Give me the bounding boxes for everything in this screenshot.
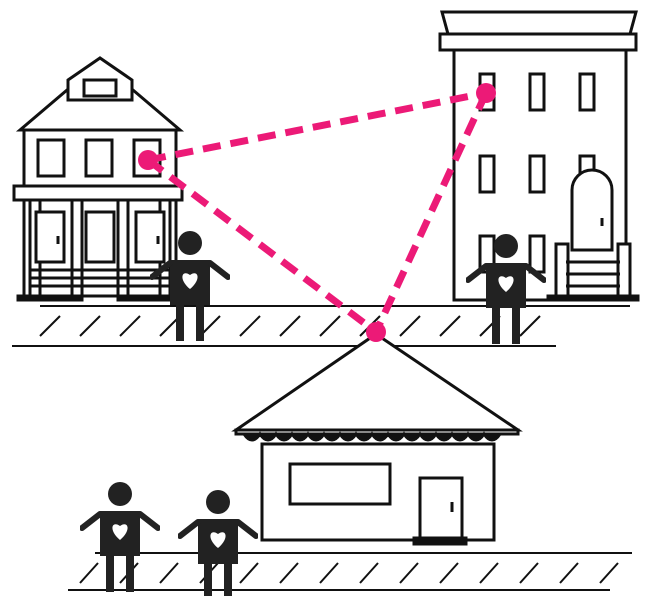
link-house-apartment bbox=[147, 89, 487, 164]
apartment-building-icon bbox=[438, 10, 640, 302]
link-house-shop bbox=[145, 157, 379, 335]
shop-node-dot bbox=[366, 322, 386, 342]
upper-sidewalk bbox=[12, 305, 630, 347]
person-with-heart-icon bbox=[82, 482, 158, 592]
shop-icon bbox=[231, 332, 523, 546]
link-apartment-shop bbox=[372, 91, 490, 334]
person-with-heart-icon bbox=[180, 490, 256, 596]
house-icon bbox=[12, 56, 185, 302]
apartment-node-dot bbox=[476, 83, 496, 103]
network-links bbox=[145, 89, 490, 335]
network-nodes bbox=[138, 83, 496, 342]
house-node-dot bbox=[138, 150, 158, 170]
lower-sidewalk bbox=[68, 552, 632, 591]
